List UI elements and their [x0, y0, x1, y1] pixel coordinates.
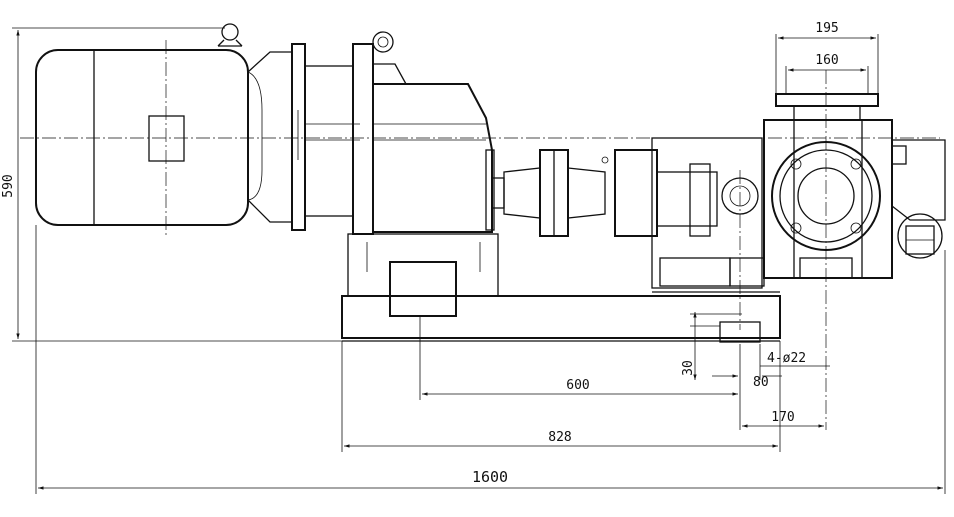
dim-80: 80	[712, 344, 782, 390]
dim-80-label: 80	[753, 375, 769, 390]
dim-1600-label: 1600	[472, 468, 508, 486]
shaft-coupling	[491, 149, 609, 237]
dim-160-label: 160	[815, 53, 838, 68]
pump-head	[763, 93, 893, 279]
dim-600-label: 600	[566, 378, 589, 393]
gearbox-pedestal	[347, 233, 499, 317]
dim-170: 170	[742, 410, 824, 428]
dim-overall-height: 590	[1, 27, 342, 342]
pump-body	[614, 137, 780, 293]
electric-motor	[35, 49, 293, 226]
dim-170-label: 170	[771, 410, 794, 425]
dim-holes-label: 4-ø22	[767, 351, 806, 366]
dim-holes: 4-ø22	[690, 325, 830, 430]
dim-600: 600	[419, 316, 738, 400]
dim-1600: 1600	[35, 225, 946, 494]
dim-195-label: 195	[815, 21, 838, 36]
dim-flange-outer: 195	[775, 21, 879, 94]
dim-590-label: 590	[1, 174, 16, 197]
gear-reducer	[352, 31, 495, 235]
relief-valve	[891, 139, 946, 259]
motor-lifting-eye	[217, 23, 243, 47]
dim-base-thickness: 30	[681, 312, 742, 380]
motor-flange	[291, 43, 360, 231]
dim-828-label: 828	[548, 430, 571, 445]
dim-flange-inner: 160	[785, 53, 869, 94]
center-lines	[20, 40, 940, 430]
dim-30-label: 30	[681, 360, 696, 376]
dim-828: 828	[341, 341, 781, 452]
base-frame	[341, 295, 781, 343]
